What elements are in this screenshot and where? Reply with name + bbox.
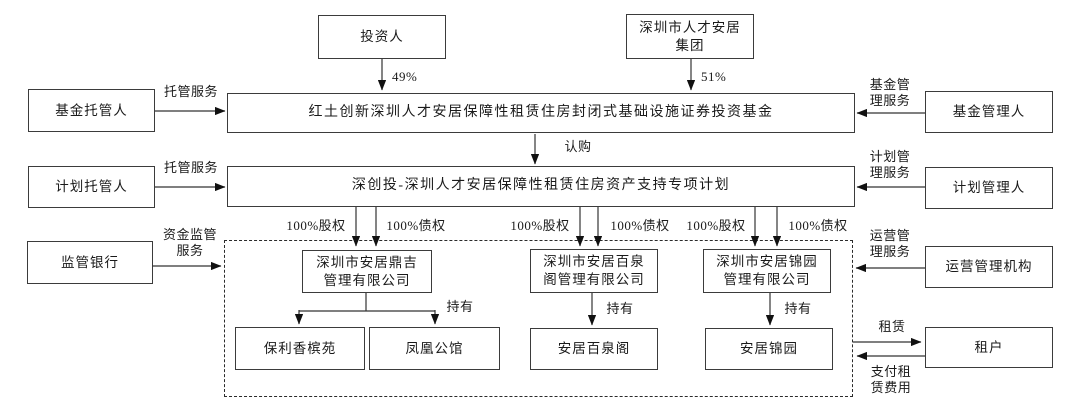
edge-label-fund-supervision-line1: 资金监管: [162, 227, 217, 242]
node-property-anju-jinyuan-label: 安居锦园: [740, 341, 798, 357]
node-fund-custodian: 基金托管人: [28, 89, 155, 132]
node-company-baiquange-line2: 阁管理有限公司: [543, 272, 645, 287]
edge-label-fund-supervision: 资金监管 服务: [155, 227, 225, 260]
node-property-poly-champagne: 保利香槟苑: [235, 327, 365, 370]
node-property-poly-champagne-label: 保利香槟苑: [263, 340, 337, 356]
edge-label-fund-management-line2: 理服务: [869, 93, 911, 109]
edge-label-debt-2: 100%债权: [610, 218, 670, 233]
node-plan-manager-label: 计划管理人: [952, 180, 1026, 196]
node-investor: 投资人: [318, 15, 446, 59]
node-company-dingji-line1: 深圳市安居鼎吉: [316, 254, 418, 270]
edge-label-debt-1: 100%债权: [386, 218, 446, 233]
node-abs-plan: 深创投-深圳人才安居保障性租赁住房资产支持专项计划: [227, 166, 855, 207]
node-supervising-bank: 监管银行: [27, 241, 153, 284]
node-property-anju-baiquange: 安居百泉阁: [530, 328, 658, 370]
node-talent-group-line2: 集团: [675, 37, 705, 53]
edge-label-operations-management-line2: 理服务: [869, 244, 911, 260]
edge-label-subscription: 认购: [564, 139, 592, 154]
node-company-dingji-line2: 管理有限公司: [323, 272, 411, 288]
node-plan-custodian: 计划托管人: [28, 166, 155, 208]
edge-label-operations-management: 运营管 理服务: [864, 228, 916, 261]
edge-label-plan-management-line2: 理服务: [869, 165, 911, 181]
node-company-jinyuan: 深圳市安居锦园 管理有限公司: [703, 249, 831, 293]
edge-label-custody-service-fund: 托管服务: [163, 84, 218, 99]
edge-label-fund-supervision-line2: 服务: [176, 243, 204, 259]
node-property-anju-jinyuan: 安居锦园: [705, 328, 833, 370]
node-company-jinyuan-line2: 管理有限公司: [723, 272, 811, 287]
edge-label-hold-2: 持有: [606, 301, 634, 316]
edge-label-equity-3: 100%股权: [686, 218, 746, 233]
edge-label-lease: 租赁: [878, 319, 906, 334]
node-property-phoenix-mansion: 凤凰公馆: [369, 327, 500, 370]
node-plan-custodian-label: 计划托管人: [55, 179, 128, 195]
edge-label-equity-2: 100%股权: [510, 218, 570, 233]
edge-label-hold-1: 持有: [446, 299, 474, 314]
node-tenant: 租户: [925, 327, 1053, 368]
node-fund-manager-label: 基金管理人: [952, 104, 1026, 120]
edge-label-equity-1: 100%股权: [286, 218, 346, 233]
node-company-dingji: 深圳市安居鼎吉 管理有限公司: [302, 250, 432, 293]
edge-label-pay-rent-line2: 赁费用: [870, 380, 912, 396]
edge-label-plan-management: 计划管 理服务: [864, 149, 916, 182]
node-fund-label: 红土创新深圳人才安居保障性租赁住房封闭式基础设施证券投资基金: [308, 104, 774, 120]
edge-label-hold-3: 持有: [784, 301, 812, 316]
node-supervising-bank-label: 监管银行: [61, 254, 119, 270]
node-fund: 红土创新深圳人才安居保障性租赁住房封闭式基础设施证券投资基金: [227, 93, 855, 133]
node-investor-label: 投资人: [360, 29, 404, 45]
node-company-jinyuan-line1: 深圳市安居锦园: [716, 254, 818, 270]
edge-label-pay-rent-line1: 支付租: [870, 364, 912, 379]
edge-label-49pct: 49%: [392, 69, 418, 84]
project-companies-region: [224, 240, 853, 397]
node-tenant-label: 租户: [974, 339, 1004, 355]
node-operations-manager: 运营管理机构: [925, 246, 1053, 288]
edge-label-51pct: 51%: [701, 69, 727, 84]
node-talent-group-line1: 深圳市人才安居: [639, 19, 741, 35]
edge-label-debt-3: 100%债权: [788, 218, 848, 233]
edge-label-pay-rent: 支付租 赁费用: [865, 364, 917, 397]
edge-label-fund-management: 基金管 理服务: [864, 77, 916, 110]
node-property-phoenix-mansion-label: 凤凰公馆: [405, 340, 464, 356]
edge-label-custody-service-plan: 托管服务: [163, 160, 218, 175]
node-company-baiquange: 深圳市安居百泉 阁管理有限公司: [530, 249, 658, 293]
node-fund-custodian-label: 基金托管人: [55, 102, 128, 118]
node-talent-group: 深圳市人才安居 集团: [626, 14, 754, 59]
edge-label-plan-management-line1: 计划管: [869, 149, 911, 164]
node-operations-manager-label: 运营管理机构: [945, 259, 1033, 275]
node-fund-manager: 基金管理人: [925, 91, 1053, 133]
edge-label-fund-management-line1: 基金管: [869, 77, 911, 92]
edge-label-operations-management-line1: 运营管: [869, 228, 911, 243]
node-plan-manager: 计划管理人: [925, 167, 1053, 209]
node-company-baiquange-line1: 深圳市安居百泉: [543, 254, 645, 270]
node-abs-plan-label: 深创投-深圳人才安居保障性租赁住房资产支持专项计划: [351, 178, 731, 194]
node-property-anju-baiquange-label: 安居百泉阁: [557, 341, 631, 357]
